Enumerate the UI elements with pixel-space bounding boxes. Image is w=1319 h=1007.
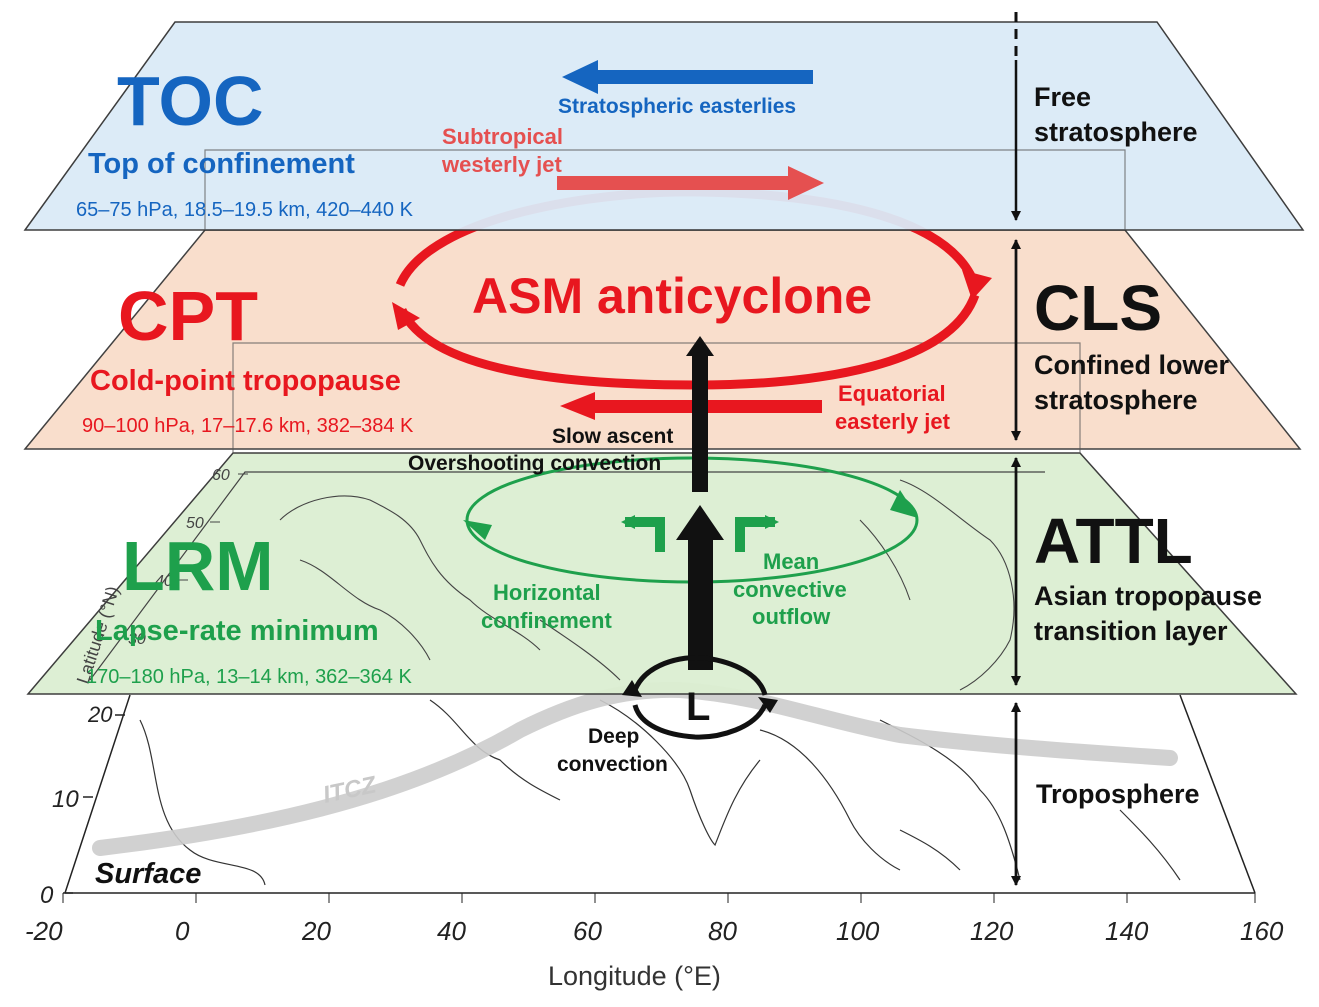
lrm-abbr: LRM [122,527,274,605]
overshooting-arrowhead [676,505,724,540]
cpt-range: 90–100 hPa, 17–17.6 km, 382–384 K [82,415,414,437]
mean-outflow-label-3: outflow [752,604,831,629]
attl-label-1: Asian tropopause [1034,581,1262,611]
cls-abbr: CLS [1034,272,1162,344]
cls-label-1: Confined lower [1034,350,1229,380]
x-tick-140: 140 [1105,916,1149,946]
lrm-name: Lapse-rate minimum [95,615,379,647]
surface-y-ticks: 0 10 20 [40,702,125,909]
central-ascent [676,336,724,670]
surface-label: Surface [95,858,201,890]
subtrop-jet-label-2: westerly jet [441,152,563,177]
free-strat-label-1: Free [1034,82,1091,112]
x-tick-80: 80 [708,916,737,946]
mean-outflow-label-1: Mean [763,549,819,574]
x-tick-0: 0 [175,916,190,946]
y-tick-50: 50 [186,515,204,532]
x-tick-120: 120 [970,916,1014,946]
outflow-left-arrow [621,515,665,552]
eq-jet-label-2: easterly jet [835,409,951,434]
deep-convection-label-1: Deep [588,725,639,748]
attl-plane: 60 50 40 30 Latitude (°N) LRM Lapse-rate… [26,452,1298,695]
easterlies-arrowhead [562,60,598,94]
westerly-jet-arrowhead [788,166,824,200]
x-tick-100: 100 [836,916,880,946]
deep-convection-label-2: convection [557,753,668,776]
cls-label-2: stratosphere [1034,385,1198,415]
y-tick-20: 20 [87,702,113,727]
overshooting-label: Overshooting convection [408,452,661,475]
horizontal-label-2: confinement [481,608,612,633]
y-tick-0: 0 [40,882,54,909]
upper-y-ticks: 60 50 40 30 [128,467,248,648]
toc-name: Top of confinement [88,148,355,180]
mean-outflow-label-2: convective [733,577,847,602]
toc-abbr: TOC [117,62,264,140]
easterly-jet-arrowhead [560,392,595,420]
outflow-right-arrow [735,515,779,552]
cpt-name: Cold-point tropopause [90,365,401,397]
free-strat-label-2: stratosphere [1034,117,1198,147]
x-tick-40: 40 [437,916,466,946]
lrm-range: 170–180 hPa, 13–14 km, 362–364 K [86,666,412,688]
x-tick-m20: -20 [25,916,63,946]
attl-abbr: ATTL [1034,505,1193,577]
easterlies-label: Stratospheric easterlies [558,95,796,118]
y-tick-40: 40 [155,573,173,590]
attl-label-2: transition layer [1034,616,1228,646]
toc-plane: TOC Top of confinement 65–75 hPa, 18.5–1… [23,21,1305,231]
x-axis-label: Longitude (°E) [548,961,721,991]
x-ticks: -20 0 20 40 60 80 100 120 140 160 [25,893,1284,946]
troposphere-label: Troposphere [1036,779,1200,809]
itcz-label: ITCZ [321,771,380,809]
y-tick-10: 10 [52,786,79,813]
x-tick-60: 60 [573,916,602,946]
subtrop-jet-label-1: Subtropical [442,124,563,149]
slow-ascent-arrowhead [686,336,714,356]
y-tick-30: 30 [128,631,146,648]
eq-jet-label-1: Equatorial [838,381,946,406]
slow-ascent-label: Slow ascent [552,425,673,448]
low-pressure-label: L [686,685,710,729]
toc-range: 65–75 hPa, 18.5–19.5 km, 420–440 K [76,199,414,221]
low-pressure-system: L Deep convection [557,654,778,776]
right-scale: Free stratosphere CLS Confined lower str… [1011,12,1262,886]
x-tick-20: 20 [301,916,331,946]
horizontal-label-1: Horizontal [493,580,601,605]
y-tick-60: 60 [212,467,230,484]
cpt-abbr: CPT [118,277,258,355]
anticyclone-label: ASM anticyclone [472,268,872,324]
x-tick-160: 160 [1240,916,1284,946]
surface-map: ITCZ 0 10 20 -20 0 20 40 60 [25,681,1284,991]
cls-plane: CPT Cold-point tropopause 90–100 hPa, 17… [23,187,1302,453]
